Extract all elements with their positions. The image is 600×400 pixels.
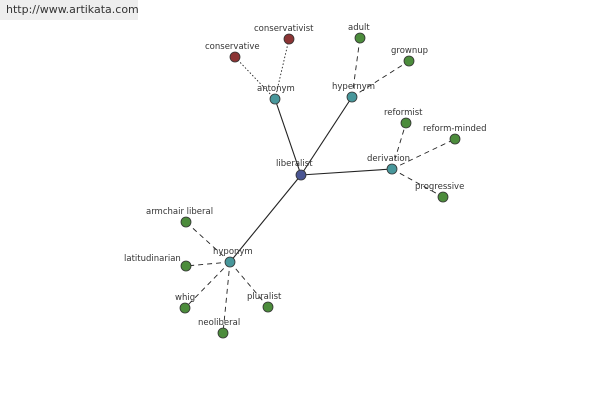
edge-root-to-derivation — [300, 168, 393, 176]
node-root[interactable] — [295, 169, 307, 181]
node-word-grownup[interactable] — [403, 55, 415, 67]
label-word-progressive: progressive — [415, 182, 464, 192]
node-relation-antonym[interactable] — [269, 93, 281, 105]
node-word-progressive[interactable] — [437, 191, 449, 203]
edge-root-to-antonym — [274, 98, 302, 176]
graph-nodes — [179, 32, 461, 339]
label-word-latitudinarian: latitudinarian — [124, 254, 181, 264]
label-word-adult: adult — [348, 23, 370, 33]
node-word-conservative[interactable] — [229, 51, 241, 63]
edge-hypernym-to-grownup — [351, 60, 410, 98]
label-word-armchair-liberal: armchair liberal — [146, 207, 213, 217]
edge-hyponym-to-pluralist — [229, 261, 269, 308]
node-relation-hypernym[interactable] — [346, 91, 358, 103]
label-word-conservativist: conservativist — [254, 24, 314, 34]
edge-hyponym-to-latitudinarian — [185, 261, 231, 267]
node-word-conservativist[interactable] — [283, 33, 295, 45]
label-word-grownup: grownup — [391, 46, 428, 56]
graph-labels: liberalist antonym conservative conservativ… — [124, 23, 486, 328]
label-relation-hyponym: hyponym — [213, 247, 253, 257]
label-root: liberalist — [276, 159, 313, 169]
edge-derivation-to-reformist — [391, 122, 407, 170]
edge-derivation-to-reform-minded — [391, 138, 456, 170]
edge-hyponym-to-armchair-liberal — [185, 221, 231, 263]
graph-edges — [184, 37, 456, 334]
node-word-adult[interactable] — [354, 32, 366, 44]
edge-root-to-hyponym — [229, 174, 302, 263]
node-relation-hyponym[interactable] — [224, 256, 236, 268]
edge-hyponym-to-whig — [184, 261, 231, 309]
edge-hypernym-to-adult — [351, 37, 361, 98]
label-word-whig: whig — [175, 293, 195, 303]
node-relation-derivation[interactable] — [386, 163, 398, 175]
label-relation-hypernym: hypernym — [332, 82, 375, 92]
node-word-reform-minded[interactable] — [449, 133, 461, 145]
label-word-pluralist: pluralist — [247, 292, 282, 302]
node-word-pluralist[interactable] — [262, 301, 274, 313]
node-word-neoliberal[interactable] — [217, 327, 229, 339]
node-word-whig[interactable] — [179, 302, 191, 314]
edge-derivation-to-progressive — [391, 168, 444, 198]
site-url-link[interactable]: http://www.artikata.com — [6, 3, 139, 16]
edge-root-to-hypernym — [300, 96, 353, 176]
label-word-reformist: reformist — [384, 108, 423, 118]
label-word-conservative: conservative — [205, 42, 260, 52]
node-word-armchair-liberal[interactable] — [180, 216, 192, 228]
node-word-latitudinarian[interactable] — [180, 260, 192, 272]
label-word-reform-minded: reform-minded — [423, 124, 486, 134]
edge-antonym-to-conservative — [234, 56, 276, 100]
label-relation-antonym: antonym — [257, 84, 295, 94]
url-banner: http://www.artikata.com — [0, 0, 139, 20]
label-word-neoliberal: neoliberal — [198, 318, 240, 328]
node-word-reformist[interactable] — [400, 117, 412, 129]
edge-hyponym-to-neoliberal — [222, 261, 231, 334]
label-relation-derivation: derivation — [367, 154, 410, 164]
